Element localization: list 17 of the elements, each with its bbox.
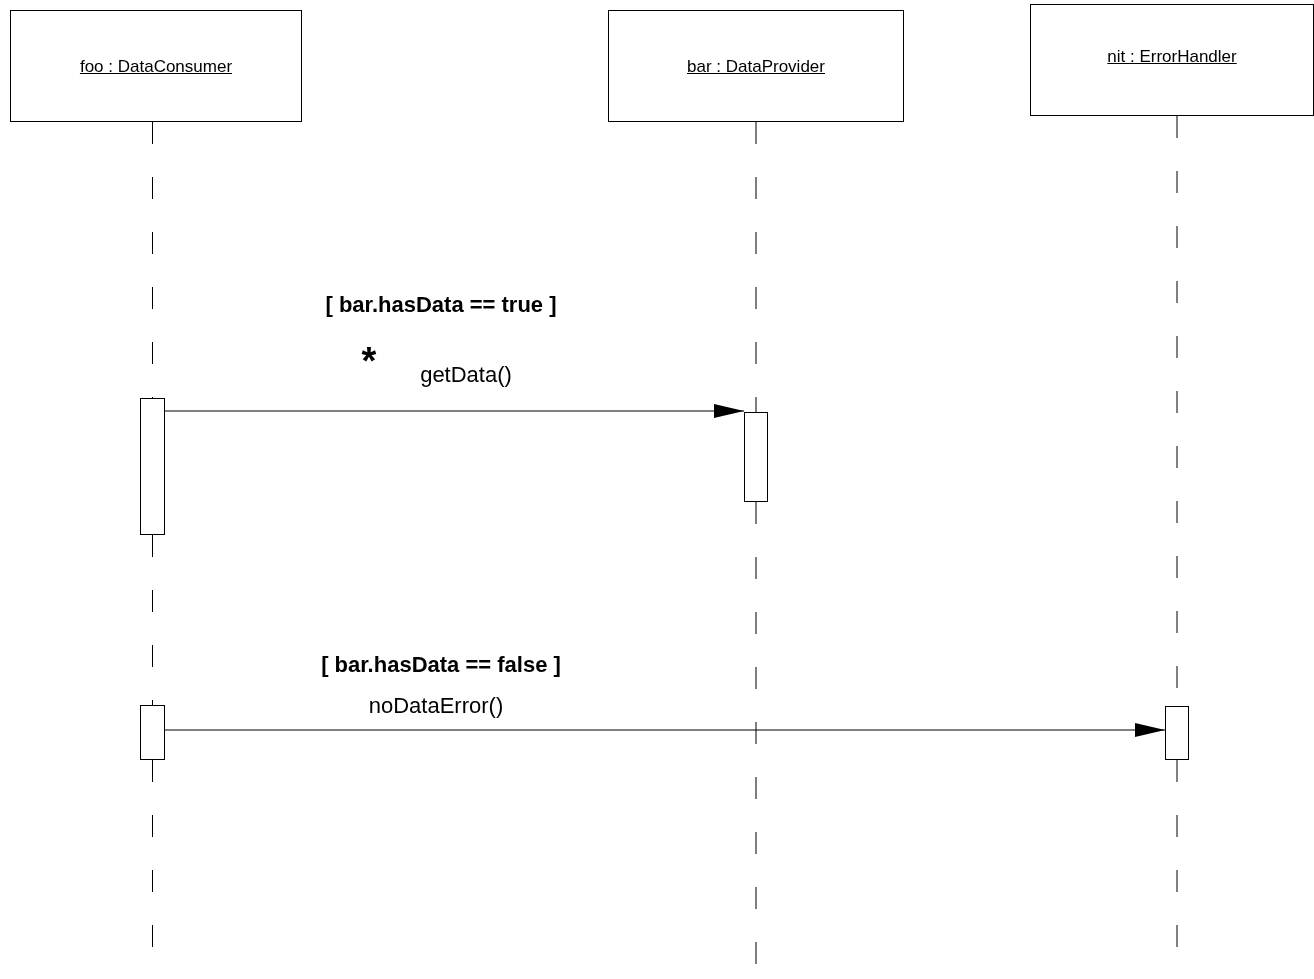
object-name: bar : DataProvider bbox=[686, 57, 826, 77]
activation-bar bbox=[1165, 706, 1189, 760]
activation-bar bbox=[140, 398, 165, 535]
iteration-marker: * bbox=[361, 340, 377, 383]
message-arrow bbox=[164, 404, 745, 418]
object-name: nit : ErrorHandler bbox=[1106, 47, 1238, 67]
object-name: foo : DataConsumer bbox=[78, 57, 234, 77]
message-arrow bbox=[164, 723, 1166, 737]
lifeline bbox=[152, 534, 153, 706]
guard-condition: [ bar.hasData == false ] bbox=[321, 652, 561, 678]
lifeline bbox=[755, 121, 757, 413]
object-box bbox=[1030, 4, 1314, 116]
guard-condition: [ bar.hasData == true ] bbox=[325, 292, 557, 318]
object-box bbox=[10, 10, 302, 122]
activation-bar bbox=[744, 412, 768, 502]
activation-bar bbox=[140, 705, 165, 760]
object-box bbox=[608, 10, 904, 122]
